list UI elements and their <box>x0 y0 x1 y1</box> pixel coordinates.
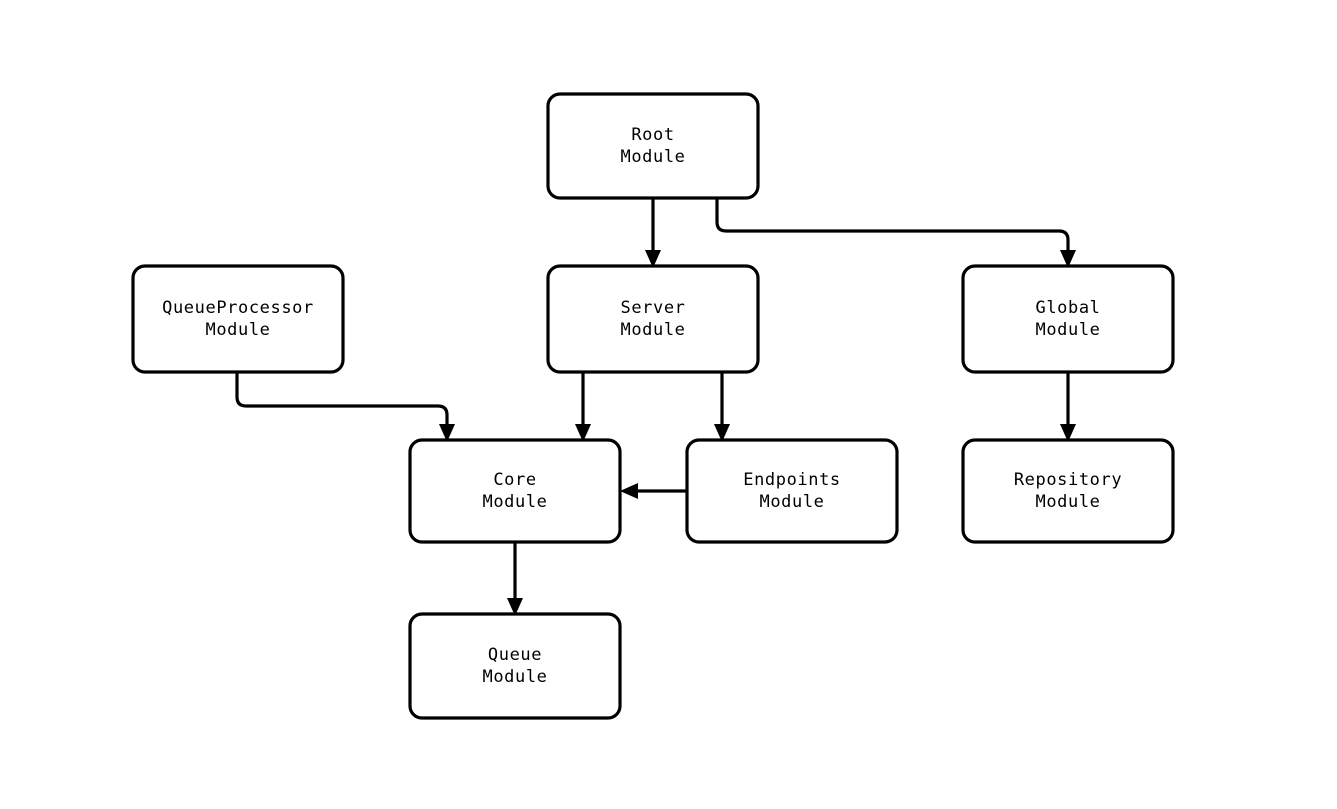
edge-global-to-repository <box>1060 372 1076 442</box>
node-box-endpoints[interactable] <box>685 438 899 544</box>
node-box-repository[interactable] <box>961 438 1175 544</box>
node-label-name: QueueProcessor <box>162 298 314 318</box>
node-label-name: Root <box>631 125 674 145</box>
arrowhead-icon <box>439 424 455 442</box>
node-box-root[interactable] <box>546 92 760 200</box>
edge-queueprocessor-to-core <box>235 372 455 442</box>
node-label-kind: Module <box>620 320 685 340</box>
edge-root-to-server <box>645 198 661 268</box>
arrowhead-icon <box>1060 250 1076 268</box>
node-label-name: Core <box>493 470 536 490</box>
arrowhead-icon <box>1060 424 1076 442</box>
edge-core-to-queue <box>507 542 523 616</box>
edge-line <box>715 198 1070 259</box>
node-label-name: Repository <box>1014 470 1122 490</box>
edge-server-to-core <box>575 372 591 442</box>
node-box-global[interactable] <box>961 264 1175 374</box>
node-label-name: Endpoints <box>743 470 841 490</box>
node-label-kind: Module <box>1035 492 1100 512</box>
arrowhead-icon <box>575 424 591 442</box>
node-layer: RootModuleQueueProcessorModuleServerModu… <box>131 92 1175 720</box>
node-box-server[interactable] <box>546 264 760 374</box>
arrowhead-icon <box>645 250 661 268</box>
node-box-core[interactable] <box>408 438 622 544</box>
node-label-kind: Module <box>482 492 547 512</box>
edge-endpoints-to-core <box>620 483 687 499</box>
node-label-kind: Module <box>620 147 685 167</box>
node-label-name: Server <box>620 298 685 318</box>
node-box-queue[interactable] <box>408 612 622 720</box>
node-label-name: Global <box>1035 298 1100 318</box>
arrowhead-icon <box>714 424 730 442</box>
arrowhead-icon <box>620 483 638 499</box>
node-label-kind: Module <box>759 492 824 512</box>
node-label-kind: Module <box>482 667 547 687</box>
edge-server-to-endpoints <box>714 372 730 442</box>
edge-layer <box>235 198 1076 616</box>
edge-line <box>235 372 449 433</box>
edge-root-to-global <box>715 198 1076 268</box>
node-label-kind: Module <box>205 320 270 340</box>
node-label-kind: Module <box>1035 320 1100 340</box>
arrowhead-icon <box>507 598 523 616</box>
node-label-name: Queue <box>488 645 542 665</box>
node-box-queueprocessor[interactable] <box>131 264 345 374</box>
